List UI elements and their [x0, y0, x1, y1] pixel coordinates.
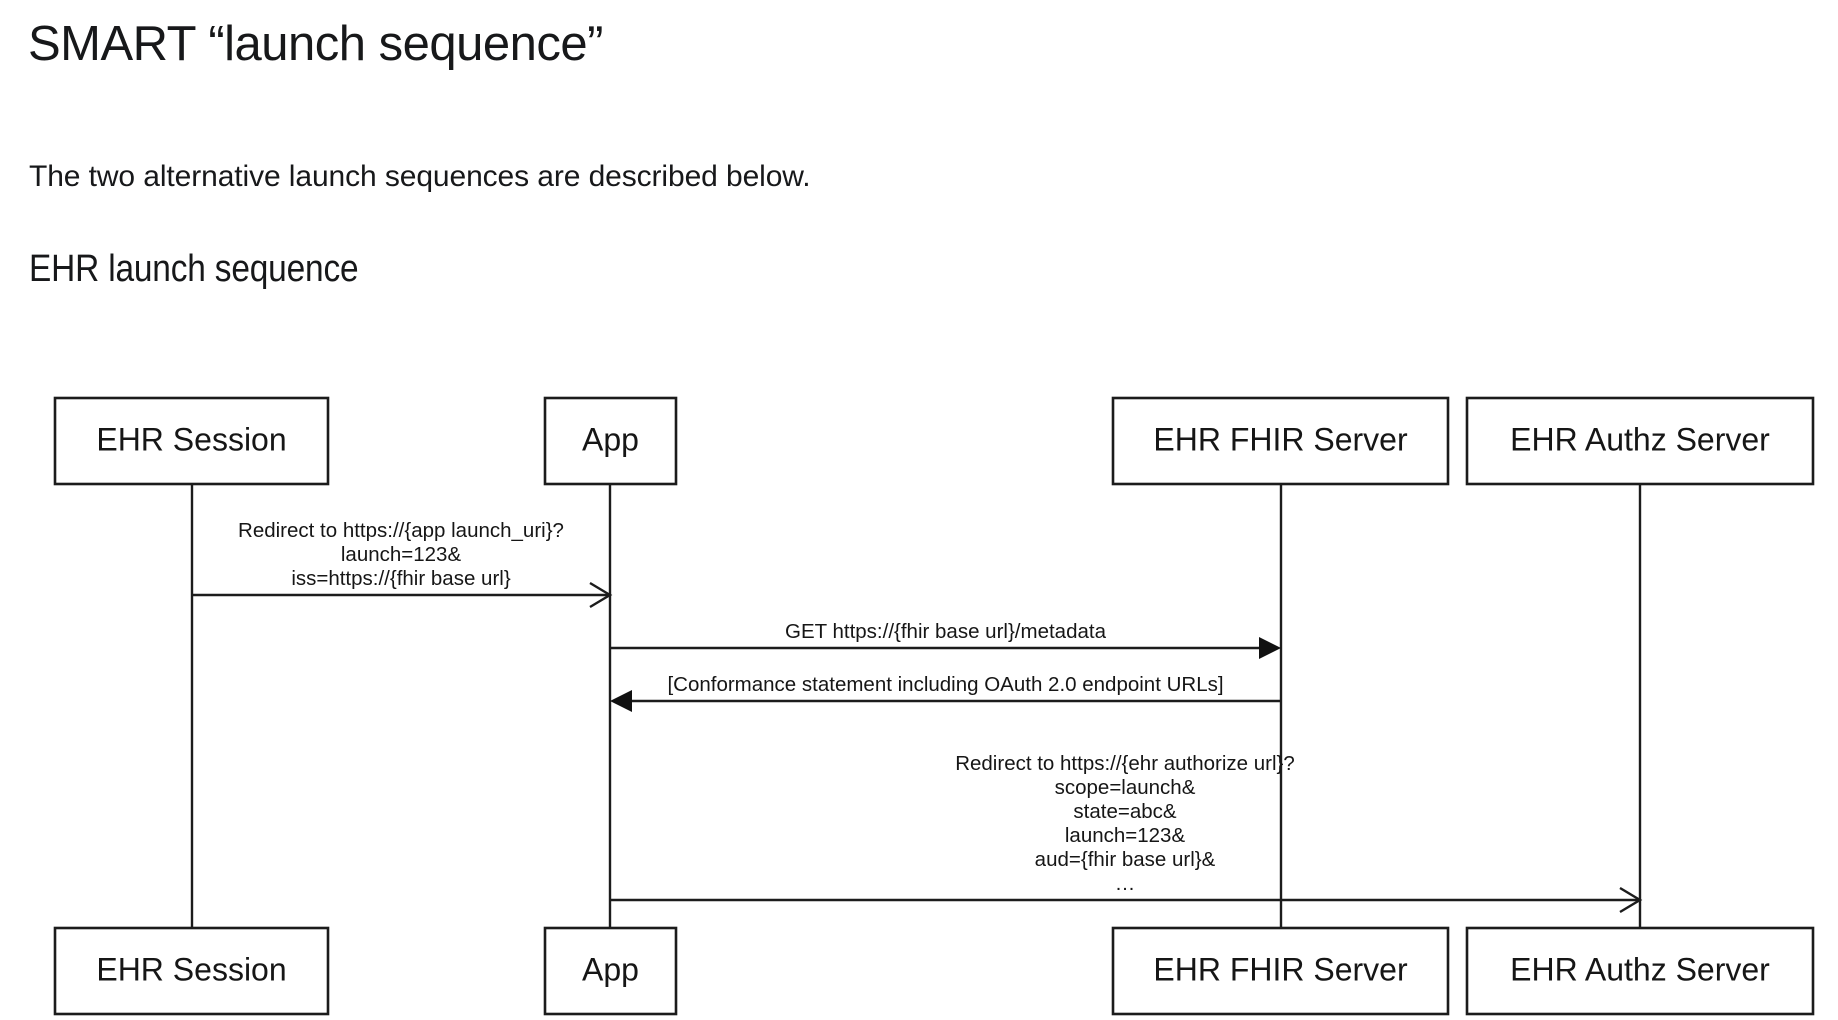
msg-redirect-to-authorize-url-label-line-1: scope=launch& — [1055, 776, 1196, 799]
participant-box-ehr-session-bottom: EHR Session — [53, 926, 330, 1016]
participant-label-ehr-authz-server: EHR Authz Server — [1510, 421, 1770, 457]
msg-conformance-statement-label-line-0: [Conformance statement including OAuth 2… — [667, 673, 1223, 696]
participant-box-ehr-authz-server-top: EHR Authz Server — [1465, 396, 1815, 486]
msg-redirect-to-app-launch-uri-label-line-2: iss=https://{fhir base url} — [291, 567, 511, 590]
participant-label-app: App — [582, 951, 639, 987]
msg-get-metadata-arrowhead — [1259, 637, 1281, 659]
msg-redirect-to-app-launch-uri-label-line-1: launch=123& — [341, 543, 462, 566]
participant-box-frame — [1111, 396, 1450, 486]
participant-box-ehr-fhir-server-bottom: EHR FHIR Server — [1111, 926, 1450, 1016]
msg-redirect-to-app-launch-uri-arrowhead — [589, 581, 613, 609]
participant-box-frame — [543, 926, 678, 1016]
msg-conformance-statement-arrowhead — [610, 690, 632, 712]
participant-box-frame — [1465, 926, 1815, 1016]
msg-redirect-to-app-launch-uri: Redirect to https://{app launch_uri}?lau… — [192, 519, 613, 609]
participant-box-frame — [1111, 926, 1450, 1016]
participant-label-app: App — [582, 421, 639, 457]
participant-label-ehr-fhir-server: EHR FHIR Server — [1153, 951, 1408, 987]
msg-redirect-to-authorize-url: Redirect to https://{ehr authorize url}?… — [610, 752, 1643, 914]
participant-box-frame — [53, 396, 330, 486]
participant-box-ehr-fhir-server-top: EHR FHIR Server — [1111, 396, 1450, 486]
participant-box-app-bottom: App — [543, 926, 678, 1016]
msg-redirect-to-authorize-url-label-line-3: launch=123& — [1065, 824, 1186, 847]
participant-box-ehr-session-top: EHR Session — [53, 396, 330, 486]
msg-redirect-to-app-launch-uri-label-line-0: Redirect to https://{app launch_uri}? — [238, 519, 564, 542]
section-heading: EHR launch sequence — [29, 248, 359, 290]
participant-label-ehr-fhir-server: EHR FHIR Server — [1153, 421, 1408, 457]
msg-redirect-to-authorize-url-label-line-4: aud={fhir base url}& — [1035, 848, 1216, 871]
msg-get-metadata: GET https://{fhir base url}/metadata — [610, 620, 1281, 659]
msg-redirect-to-authorize-url-label-line-2: state=abc& — [1073, 800, 1176, 823]
participant-box-frame — [543, 396, 678, 486]
participant-box-frame — [1465, 396, 1815, 486]
intro-paragraph: The two alternative launch sequences are… — [29, 160, 811, 193]
participant-label-ehr-session: EHR Session — [96, 951, 286, 987]
participant-box-app-top: App — [543, 396, 678, 486]
msg-redirect-to-authorize-url-label-line-0: Redirect to https://{ehr authorize url}? — [955, 752, 1295, 775]
participant-label-ehr-session: EHR Session — [96, 421, 286, 457]
msg-redirect-to-authorize-url-label-line-5: … — [1115, 872, 1136, 895]
participant-box-ehr-authz-server-bottom: EHR Authz Server — [1465, 926, 1815, 1016]
participant-box-frame — [53, 926, 330, 1016]
msg-conformance-statement: [Conformance statement including OAuth 2… — [610, 673, 1281, 712]
participant-label-ehr-authz-server: EHR Authz Server — [1510, 951, 1770, 987]
msg-redirect-to-authorize-url-arrowhead — [1619, 886, 1643, 914]
page-title: SMART “launch sequence” — [28, 17, 604, 71]
msg-get-metadata-label-line-0: GET https://{fhir base url}/metadata — [785, 620, 1107, 643]
